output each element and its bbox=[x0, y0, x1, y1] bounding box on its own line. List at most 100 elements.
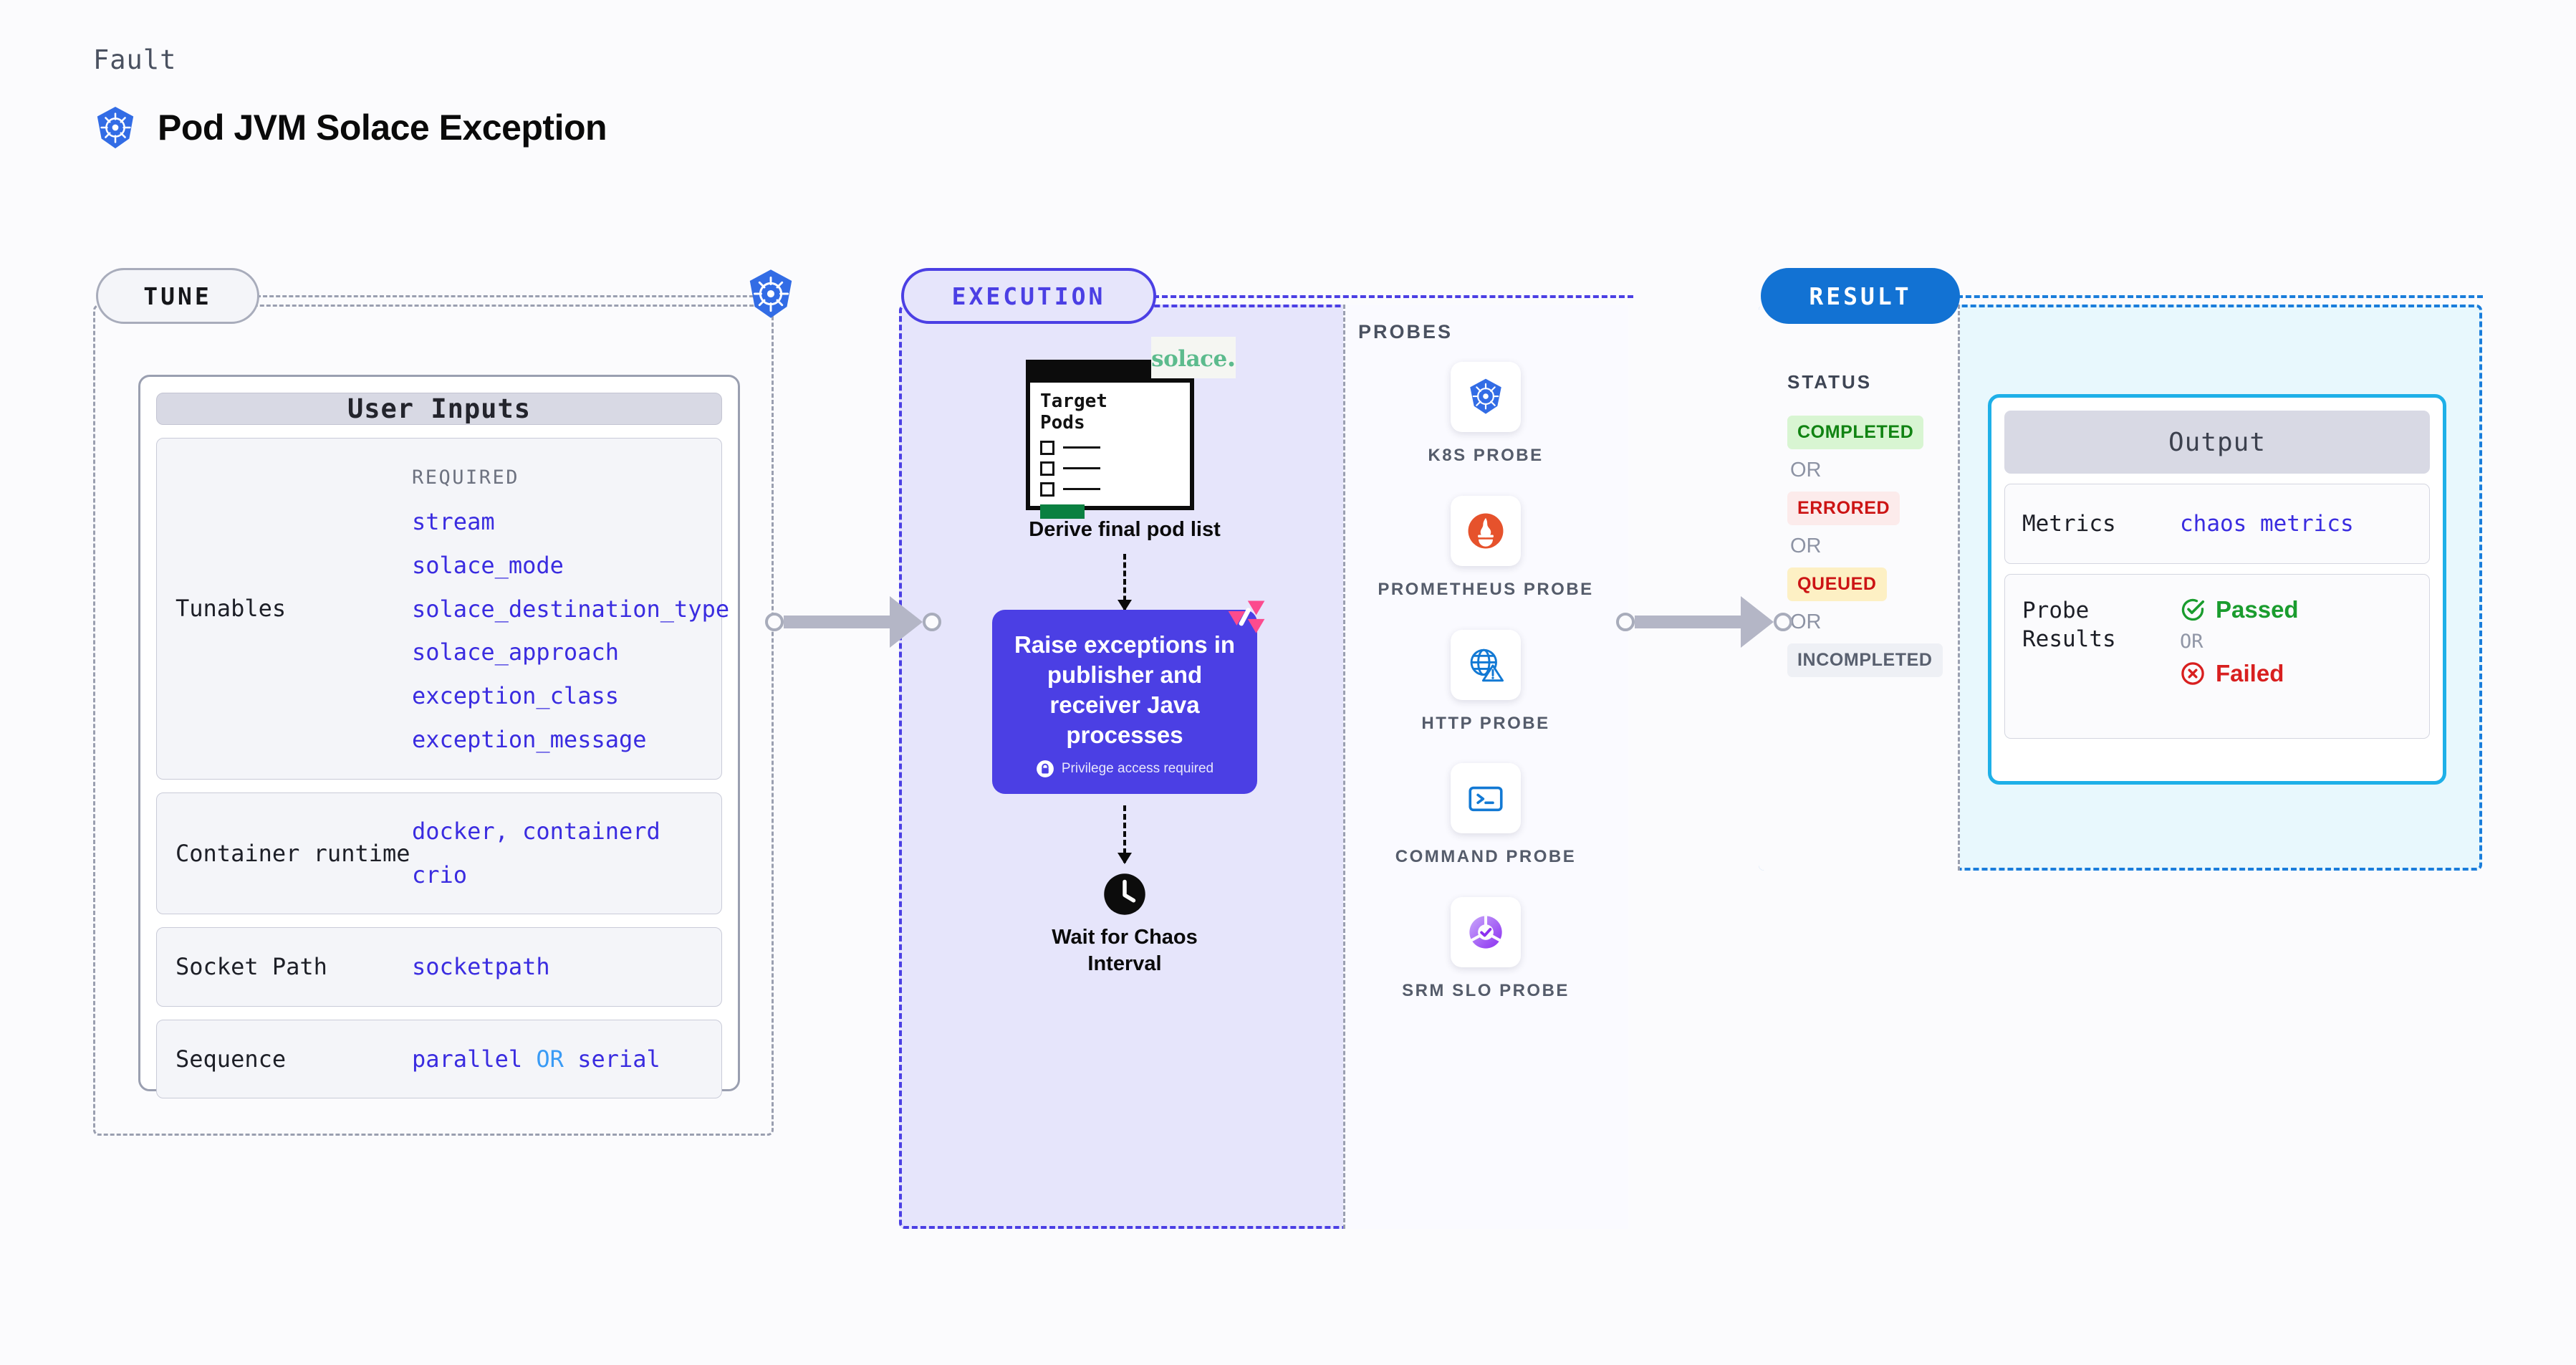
probe-item-http[interactable]: HTTP PROBE bbox=[1358, 629, 1613, 737]
solace-logo: solace. bbox=[1151, 337, 1236, 378]
probe-icon-box bbox=[1451, 897, 1521, 968]
srm-slo-icon bbox=[1469, 914, 1502, 949]
arrow-tip bbox=[1118, 852, 1132, 864]
tunables-label: Tunables bbox=[176, 595, 287, 623]
kubernetes-icon bbox=[97, 106, 134, 149]
result-connector-line bbox=[1957, 295, 2483, 298]
kubernetes-icon bbox=[1470, 378, 1501, 414]
sequence-values: parallel OR serial bbox=[412, 1038, 660, 1081]
check-circle-icon bbox=[2181, 598, 2205, 621]
checkbox-icon bbox=[1040, 482, 1054, 497]
user-inputs-title: User Inputs bbox=[156, 393, 722, 425]
container-runtime-row: Container runtime docker, containerd cri… bbox=[156, 792, 722, 914]
title-row: Pod JVM Solace Exception bbox=[93, 105, 607, 150]
probe-item-srm-slo[interactable]: SRM SLO PROBE bbox=[1358, 897, 1613, 1004]
privilege-note-row: Privilege access required bbox=[1036, 760, 1213, 778]
probe-icon-box bbox=[1451, 362, 1521, 432]
probe-item-prometheus[interactable]: PROMETHEUS PROBE bbox=[1358, 495, 1613, 603]
tunable-solace-approach[interactable]: solace_approach bbox=[412, 638, 619, 666]
required-heading: REQUIRED bbox=[412, 466, 520, 489]
status-badge-queued: QUEUED bbox=[1787, 567, 1887, 601]
target-pods-card: Target Pods bbox=[1026, 360, 1194, 519]
status-badge-completed: COMPLETED bbox=[1787, 416, 1924, 449]
socket-path-value[interactable]: socketpath bbox=[412, 952, 550, 980]
chaos-action-card[interactable]: Raise exceptions in publisher and receiv… bbox=[992, 609, 1257, 794]
probe-results-label: Probe Results bbox=[2022, 598, 2116, 653]
connector-tune-to-execution bbox=[765, 596, 941, 648]
list-rule bbox=[1063, 488, 1100, 491]
chaos-action-title: Raise exceptions in publisher and receiv… bbox=[1014, 631, 1236, 749]
target-pods-progress-bar bbox=[1040, 504, 1085, 519]
kubernetes-icon bbox=[749, 269, 792, 318]
page-title: Pod JVM Solace Exception bbox=[158, 107, 607, 148]
probe-item-k8s[interactable]: K8S PROBE bbox=[1358, 362, 1613, 469]
sequence-row: Sequence parallel OR serial bbox=[156, 1019, 722, 1099]
probe-results-row: Probe Results Passed OR Failed bbox=[2004, 574, 2430, 739]
probes-list: K8S PROBE PROMETHEUS PROBE bbox=[1358, 362, 1613, 1004]
sequence-label: Sequence bbox=[176, 1045, 287, 1073]
connector-bar bbox=[1635, 616, 1742, 628]
step-caption-wait-interval: Wait for Chaos Interval bbox=[1052, 925, 1198, 976]
stage-badge-tune[interactable]: TUNE bbox=[96, 268, 259, 324]
stage-badge-execution[interactable]: EXECUTION bbox=[901, 268, 1156, 324]
sequence-parallel[interactable]: parallel bbox=[412, 1045, 523, 1073]
tunable-solace-destination-type[interactable]: solace_destination_type bbox=[412, 595, 730, 623]
target-pods-illustration: Target Pods solace. bbox=[1017, 337, 1236, 519]
solace-wordmark: solace. bbox=[1151, 343, 1236, 373]
connector-dot-right bbox=[923, 613, 941, 631]
target-pod-list-item bbox=[1040, 482, 1180, 497]
probe-icon-box bbox=[1451, 629, 1521, 700]
stage-badge-result[interactable]: RESULT bbox=[1761, 268, 1960, 324]
status-badge-errored: ERRORED bbox=[1787, 492, 1900, 525]
arrow-tip bbox=[1118, 599, 1132, 611]
tunable-exception-message[interactable]: exception_message bbox=[412, 726, 647, 754]
privilege-note-text: Privilege access required bbox=[1061, 760, 1214, 776]
value-separator: , bbox=[494, 818, 509, 846]
checkbox-icon bbox=[1040, 440, 1054, 455]
probe-result-passed: Passed bbox=[2180, 596, 2299, 623]
probe-label: SRM SLO PROBE bbox=[1402, 981, 1570, 1001]
probe-result-or: OR bbox=[2180, 631, 2203, 653]
probes-title: PROBES bbox=[1358, 321, 1453, 343]
probe-results-values: Passed OR Failed bbox=[2180, 596, 2299, 687]
step-caption-derive-pods: Derive final pod list bbox=[1029, 518, 1221, 541]
probe-icon-box bbox=[1451, 763, 1521, 834]
arrow-shaft bbox=[1123, 553, 1126, 610]
litmuschaos-icon bbox=[1228, 600, 1265, 633]
execution-flow: Target Pods solace. Derive final pod lis… bbox=[910, 337, 1340, 978]
metrics-label: Metrics bbox=[2022, 510, 2116, 537]
metrics-row: Metrics chaos metrics bbox=[2004, 484, 2430, 564]
arrow-shaft bbox=[1123, 805, 1126, 863]
output-card: Output Metrics chaos metrics Probe Resul… bbox=[1988, 394, 2446, 785]
list-rule bbox=[1063, 467, 1100, 470]
connector-arrowhead bbox=[1741, 596, 1774, 648]
flow-arrow-1 bbox=[1118, 553, 1132, 611]
connector-dot-left bbox=[1616, 613, 1635, 631]
tunable-solace-mode[interactable]: solace_mode bbox=[412, 551, 564, 579]
runtime-docker[interactable]: docker bbox=[412, 818, 495, 846]
output-title: Output bbox=[2004, 411, 2430, 474]
metrics-value[interactable]: chaos metrics bbox=[2180, 511, 2354, 537]
probe-label: HTTP PROBE bbox=[1421, 713, 1550, 733]
socket-path-row: Socket Path socketpath bbox=[156, 926, 722, 1007]
status-badge-incompleted: INCOMPLETED bbox=[1787, 643, 1943, 677]
execution-connector-line bbox=[1153, 295, 1633, 298]
tunable-stream[interactable]: stream bbox=[412, 508, 495, 536]
connector-arrowhead bbox=[890, 596, 923, 648]
runtime-crio[interactable]: crio bbox=[412, 861, 468, 889]
sequence-serial[interactable]: serial bbox=[577, 1045, 660, 1073]
action-card-wrapper: Raise exceptions in publisher and receiv… bbox=[992, 600, 1265, 794]
sequence-joiner: OR bbox=[536, 1045, 564, 1073]
checkbox-icon bbox=[1040, 461, 1054, 476]
target-pod-list-item bbox=[1040, 461, 1180, 476]
status-list: COMPLETED OR ERRORED OR QUEUED OR INCOMP… bbox=[1787, 416, 1945, 677]
tunables-values: REQUIRED stream solace_mode solace_desti… bbox=[412, 456, 729, 762]
failed-label: Failed bbox=[2216, 660, 2284, 686]
target-pod-list-item bbox=[1040, 440, 1180, 455]
runtime-containerd[interactable]: containerd bbox=[522, 818, 660, 846]
user-inputs-card: User Inputs Tunables REQUIRED stream sol… bbox=[138, 375, 740, 1099]
tunable-exception-class[interactable]: exception_class bbox=[412, 682, 619, 710]
connector-execution-to-result bbox=[1616, 596, 1792, 648]
probe-item-command[interactable]: COMMAND PROBE bbox=[1358, 763, 1613, 870]
target-pods-body: Target Pods bbox=[1030, 383, 1190, 527]
